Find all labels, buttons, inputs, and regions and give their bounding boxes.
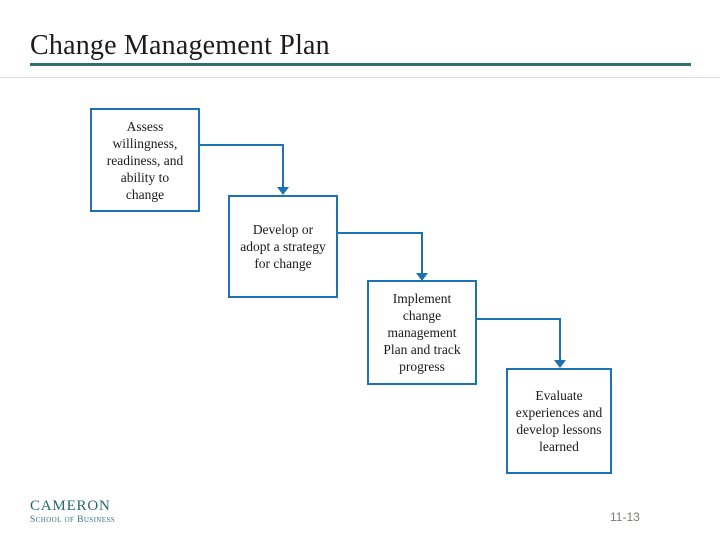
flow-step-develop-strategy: Develop or adopt a strategy for change (228, 195, 338, 298)
flow-step-develop-strategy-label: Develop or adopt a strategy for change (240, 222, 326, 271)
connector-2-horizontal-line (337, 232, 423, 234)
connector-3-vertical-line (559, 318, 561, 361)
title-underline (30, 63, 691, 66)
connector-1-arrowhead-icon (277, 187, 289, 195)
connector-2-vertical-line (421, 232, 423, 274)
slide-page-number: 11-13 (610, 510, 640, 524)
header-divider-line (0, 77, 720, 78)
flow-step-evaluate: Evaluate experiences and develop lessons… (506, 368, 612, 474)
flow-step-implement-plan-label: Implement change management Plan and tra… (383, 291, 461, 374)
connector-3-horizontal-line (476, 318, 561, 320)
flow-step-assess: Assess willingness, readiness, and abili… (90, 108, 200, 212)
logo-primary-text: CAMERON (30, 498, 111, 514)
slide-title: Change Management Plan (30, 30, 330, 61)
connector-2-arrowhead-icon (416, 273, 428, 281)
cameron-school-of-business-logo: CAMERON School of Business (30, 499, 115, 526)
flow-step-evaluate-label: Evaluate experiences and develop lessons… (515, 388, 603, 454)
flow-step-implement-plan: Implement change management Plan and tra… (367, 280, 477, 385)
connector-1-vertical-line (282, 144, 284, 188)
logo-secondary-text: School of Business (30, 515, 116, 525)
flow-step-assess-label: Assess willingness, readiness, and abili… (106, 118, 184, 202)
connector-1-horizontal-line (199, 144, 284, 146)
connector-3-arrowhead-icon (554, 360, 566, 368)
